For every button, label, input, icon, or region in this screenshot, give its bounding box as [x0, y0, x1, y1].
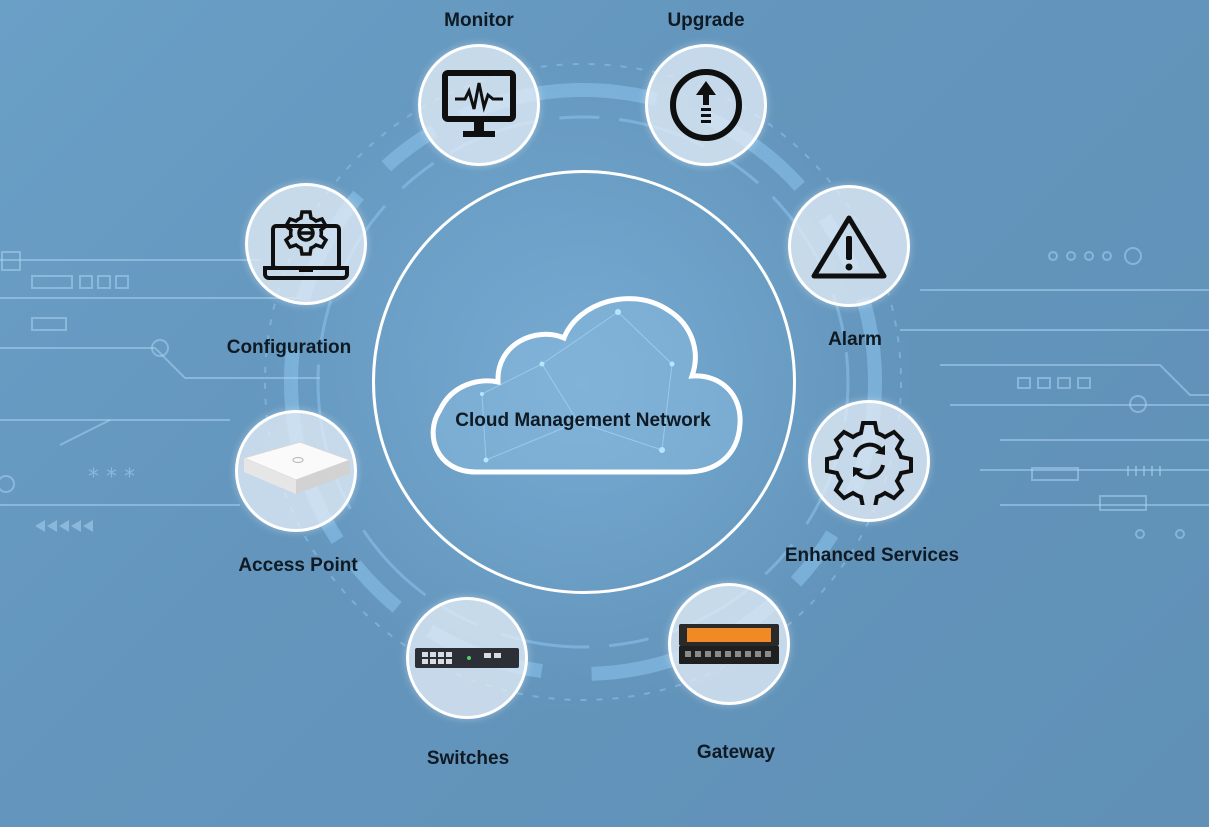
cloud-icon	[430, 296, 743, 475]
svg-text:* * *: * * *	[88, 465, 135, 490]
warning-triangle-icon	[811, 215, 887, 279]
label-gateway: Gateway	[696, 742, 776, 763]
node-gateway	[668, 583, 790, 705]
node-monitor	[418, 44, 540, 166]
label-alarm: Alarm	[828, 329, 882, 350]
label-monitor: Monitor	[444, 10, 514, 31]
node-alarm	[788, 185, 910, 307]
network-switch-icon	[415, 648, 519, 668]
label-enhanced-services: Enhanced Services	[784, 545, 960, 566]
label-upgrade: Upgrade	[667, 10, 745, 31]
node-enhanced-services	[808, 400, 930, 522]
label-access-point: Access Point	[238, 555, 358, 576]
node-access-point	[235, 410, 357, 532]
center-label: Cloud Management Network	[455, 410, 711, 431]
label-configuration: Configuration	[226, 337, 352, 358]
upgrade-arrow-icon	[670, 69, 742, 141]
gear-refresh-icon	[825, 421, 913, 505]
gateway-device-icon	[679, 624, 779, 664]
node-upgrade	[645, 44, 767, 166]
label-switches: Switches	[426, 748, 510, 769]
laptop-gear-icon	[263, 210, 349, 280]
monitor-icon	[442, 70, 516, 137]
access-point-device-icon	[242, 441, 352, 494]
node-switches	[406, 597, 528, 719]
center-ring	[372, 170, 796, 594]
node-configuration	[245, 183, 367, 305]
